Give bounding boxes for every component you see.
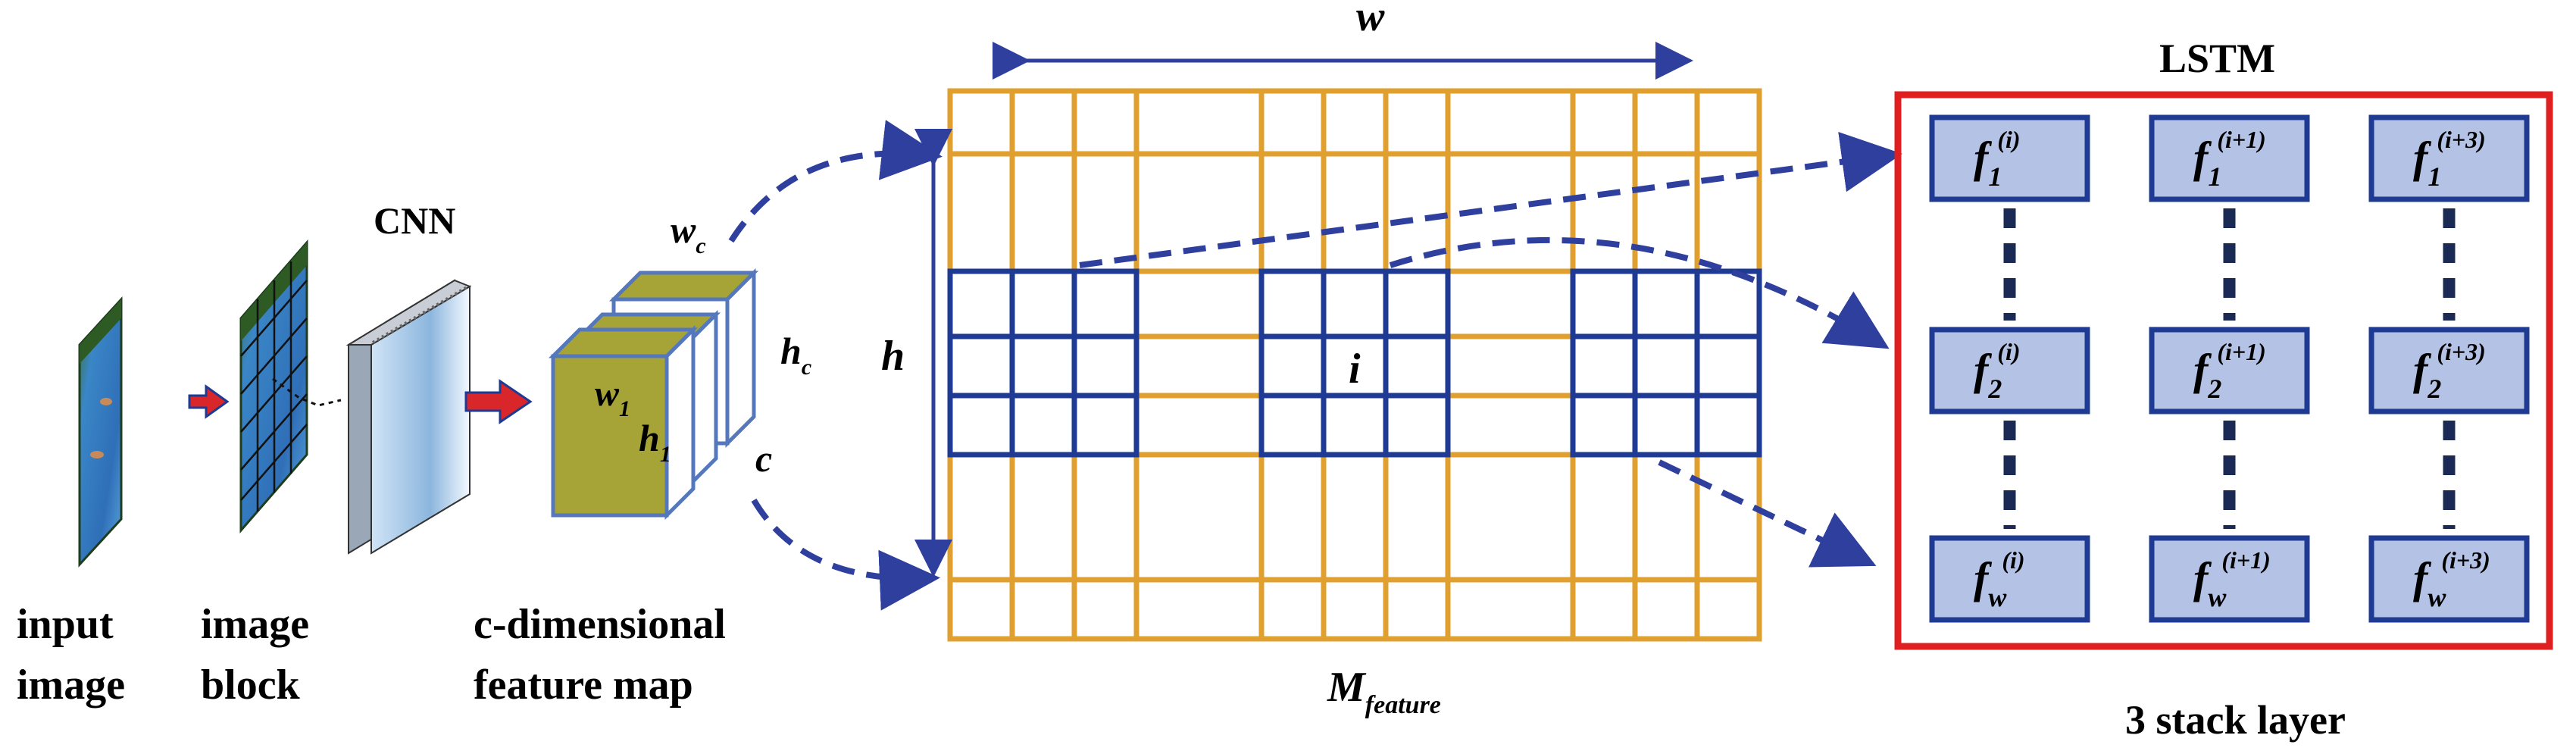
hc-label: hc bbox=[780, 330, 811, 380]
lstm-cell-box bbox=[2149, 327, 2310, 415]
cnn-label: CNN bbox=[374, 199, 455, 242]
red-arrow-1 bbox=[188, 384, 230, 419]
image-block-label-line2: block bbox=[201, 662, 301, 709]
lstm-cell: fw(i) bbox=[1929, 535, 2090, 623]
curve-arrow-top bbox=[728, 120, 943, 243]
lstm-cell-label: f1(i+3) bbox=[2413, 126, 2486, 192]
wc-label: wc bbox=[671, 208, 706, 258]
dash-arrow-2 bbox=[1389, 236, 1890, 349]
lstm-cell: fw(i+1) bbox=[2149, 535, 2310, 623]
lstm-cell: f1(i) bbox=[1929, 114, 2090, 202]
lstm-cell-box bbox=[2368, 327, 2530, 415]
stack-layer-label: 3 stack layer bbox=[2125, 697, 2346, 743]
m-feature-label: Mfeature bbox=[1327, 664, 1441, 719]
lstm-cell-box bbox=[2368, 535, 2530, 623]
feature-map-label-line2: feature map bbox=[474, 662, 693, 709]
lstm-cell-box bbox=[2149, 114, 2310, 202]
lstm-cell-box bbox=[1929, 114, 2090, 202]
w1-label: w1 bbox=[595, 374, 630, 421]
lstm-cell: fw(i+3) bbox=[2368, 535, 2530, 623]
curve-arrow-bottom bbox=[751, 498, 940, 611]
grid-i-label: i bbox=[1349, 346, 1361, 393]
lstm-cell-box bbox=[2149, 535, 2310, 623]
input-image-label-line1: input bbox=[17, 601, 114, 648]
red-arrow-2 bbox=[464, 379, 533, 424]
grid-w-label: w bbox=[1356, 0, 1385, 40]
input-image-label-line2: image bbox=[17, 662, 125, 709]
image-block-label-line1: image bbox=[201, 601, 309, 648]
lstm-cell: f1(i+3) bbox=[2368, 114, 2530, 202]
dash-arrow-3 bbox=[1658, 459, 1877, 568]
input-image bbox=[78, 296, 123, 568]
lstm-cell: f2(i+3) bbox=[2368, 327, 2530, 415]
grid-h-label: h bbox=[881, 333, 905, 380]
lstm-cell-box bbox=[2368, 114, 2530, 202]
dash-arrow-1 bbox=[1079, 131, 1902, 268]
lstm-box bbox=[1894, 91, 2553, 650]
lstm-cell-box bbox=[1929, 327, 2090, 415]
lstm-cells: f1(i) f1(i+1) f1(i+3) f2(i) f2(i+1) f2(i+3) fw… bbox=[1929, 114, 2530, 623]
feature-map-label-line1: c-dimensional bbox=[474, 601, 726, 648]
lstm-label: LSTM bbox=[2159, 36, 2275, 81]
image-block bbox=[239, 239, 342, 534]
h1-label: h1 bbox=[639, 417, 671, 467]
feature-cube bbox=[548, 267, 759, 521]
lstm-cell-label: fw(i+3) bbox=[2413, 546, 2490, 612]
cnn-block bbox=[345, 279, 472, 555]
lstm-cell: f1(i+1) bbox=[2149, 114, 2310, 202]
c-label: c bbox=[755, 437, 772, 480]
lstm-cell: f2(i) bbox=[1929, 327, 2090, 415]
lstm-cell: f2(i+1) bbox=[2149, 327, 2310, 415]
lstm-cell-box bbox=[1929, 535, 2090, 623]
